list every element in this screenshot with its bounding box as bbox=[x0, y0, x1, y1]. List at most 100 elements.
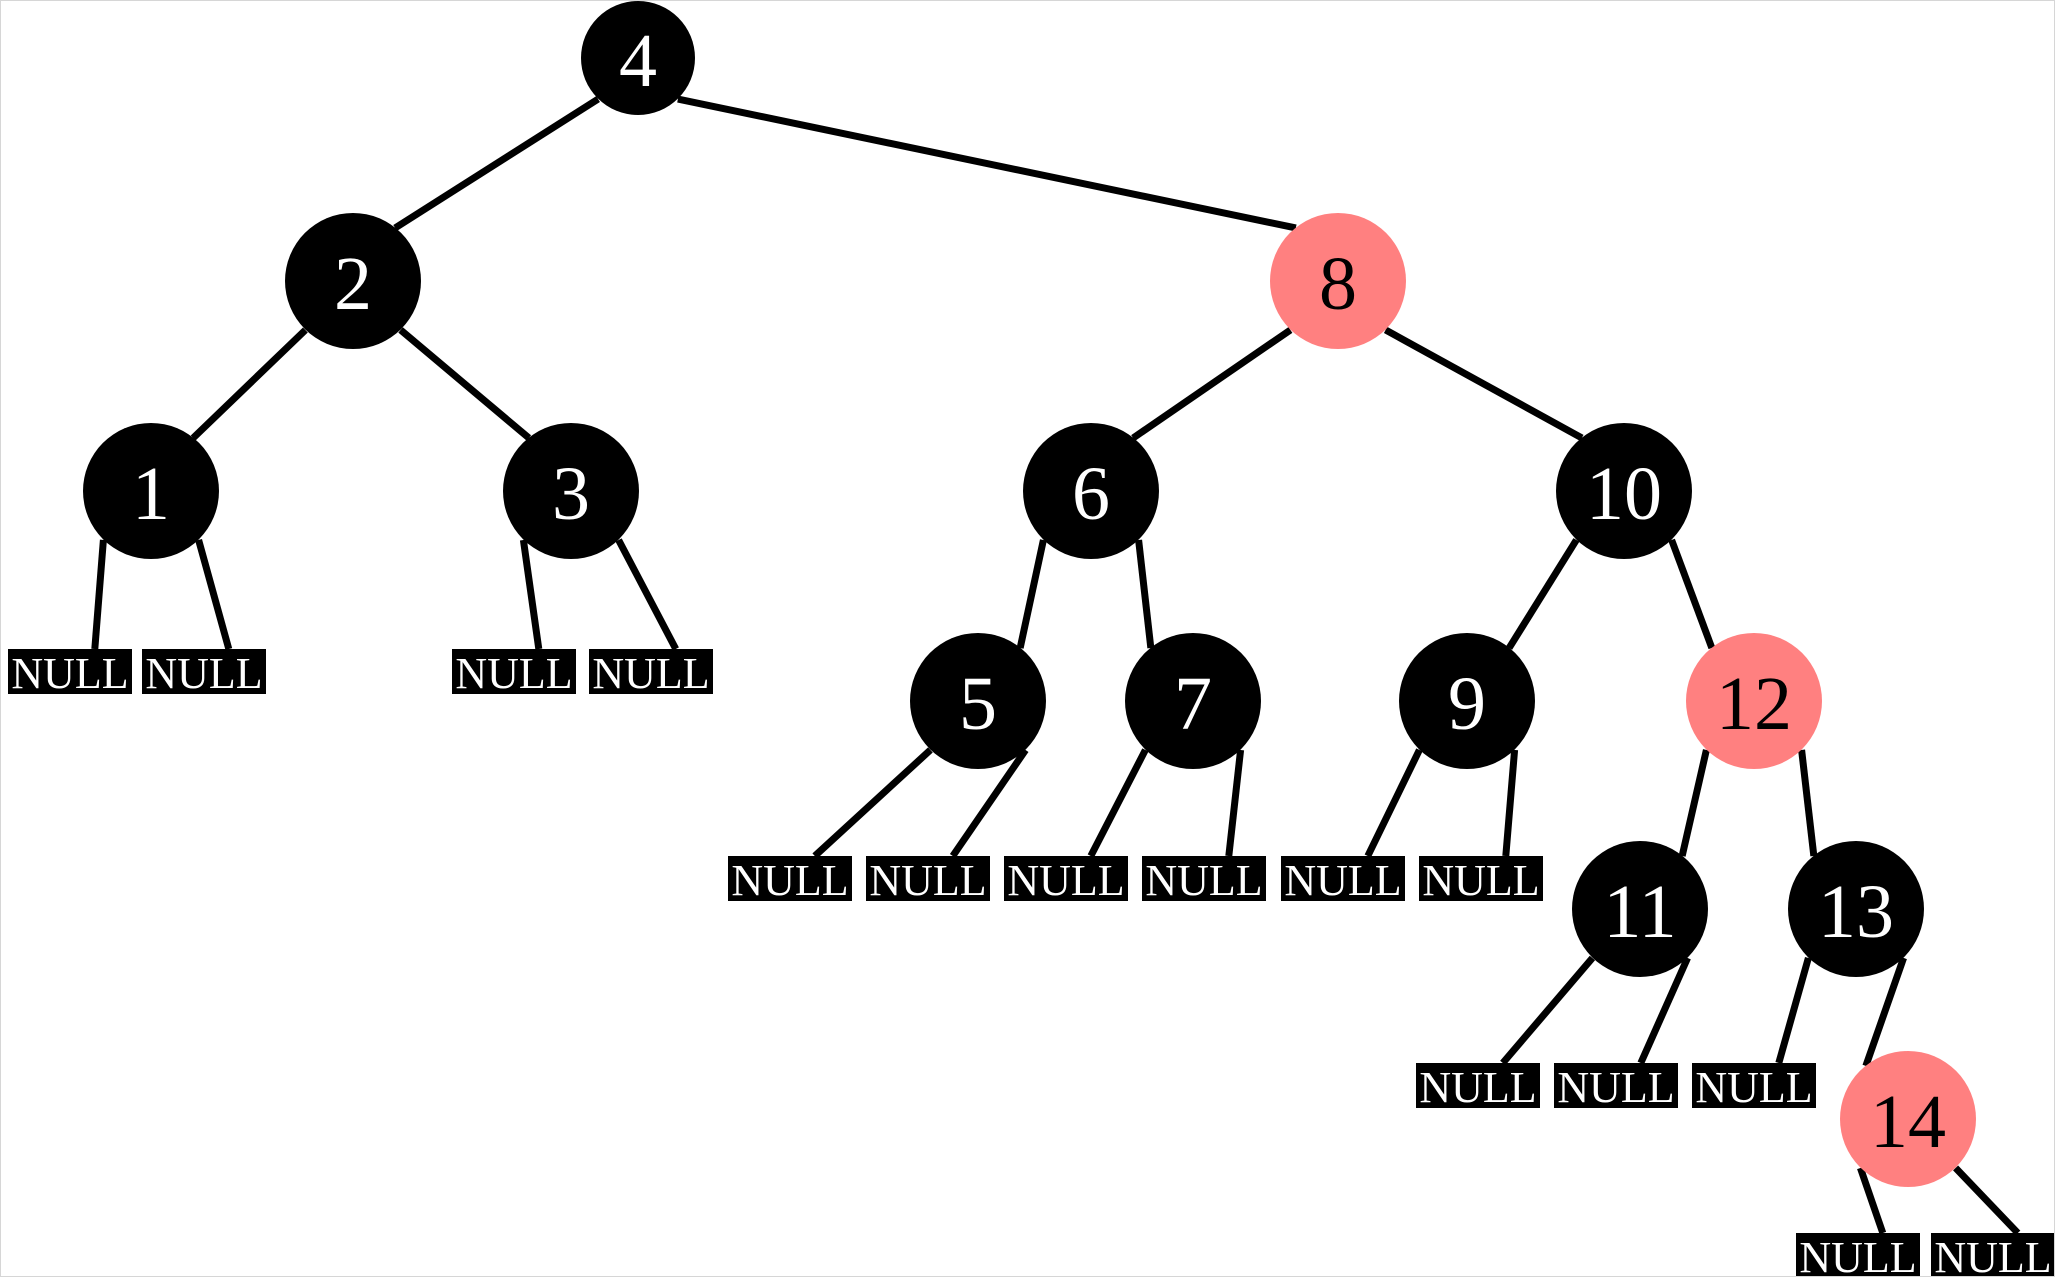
node-label: 13 bbox=[1818, 870, 1894, 954]
node-circle bbox=[1556, 423, 1692, 559]
null-leaf: NULL bbox=[1796, 1233, 1920, 1277]
tree-node-11: 11 bbox=[1572, 841, 1708, 977]
tree-node-14: 14 bbox=[1840, 1051, 1976, 1187]
null-box-label: NULL bbox=[455, 649, 572, 698]
tree-edge bbox=[1135, 539, 1155, 649]
node-circle bbox=[1270, 213, 1406, 349]
node-circle bbox=[581, 1, 695, 115]
tree-edge bbox=[1383, 326, 1584, 442]
tree-edge bbox=[1364, 748, 1423, 858]
null-box-label: NULL bbox=[731, 856, 848, 905]
tree-node-9: 9 bbox=[1399, 633, 1535, 769]
node-label: 7 bbox=[1174, 662, 1212, 746]
null-box-background bbox=[1416, 1063, 1540, 1108]
null-box-background bbox=[1004, 856, 1128, 901]
tree-edge bbox=[398, 327, 532, 441]
null-box-background bbox=[1281, 856, 1405, 901]
null-box-background bbox=[142, 649, 266, 694]
tree-edge bbox=[195, 539, 233, 650]
tree-edge bbox=[1862, 956, 1907, 1068]
null-leaf: NULL bbox=[1692, 1063, 1816, 1112]
tree-node-13: 13 bbox=[1788, 841, 1924, 977]
node-label: 10 bbox=[1586, 452, 1662, 536]
null-leaf: NULL bbox=[1416, 1063, 1540, 1112]
tree-node-8: 8 bbox=[1270, 213, 1406, 349]
null-leaf: NULL bbox=[589, 649, 713, 698]
null-box-label: NULL bbox=[145, 649, 262, 698]
tree-edge bbox=[190, 327, 308, 441]
null-box-background bbox=[1931, 1233, 2054, 1276]
null-box-label: NULL bbox=[1284, 856, 1401, 905]
null-box-background bbox=[452, 649, 576, 694]
tree-edge bbox=[1798, 749, 1818, 857]
null-leaf: NULL bbox=[1004, 856, 1128, 905]
null-leaf: NULL bbox=[1931, 1233, 2054, 1276]
null-box-background bbox=[1554, 1063, 1678, 1108]
tree-node-5: 5 bbox=[910, 633, 1046, 769]
tree-node-1: 1 bbox=[83, 423, 219, 559]
node-circle bbox=[285, 213, 421, 349]
tree-edge bbox=[1506, 538, 1580, 650]
null-leaf: NULL bbox=[1142, 856, 1266, 905]
node-circle bbox=[1840, 1051, 1976, 1187]
tree-node-7: 7 bbox=[1125, 633, 1261, 769]
null-box-label: NULL bbox=[1145, 856, 1262, 905]
tree-edge bbox=[1953, 1165, 2021, 1236]
node-circle bbox=[1686, 633, 1822, 769]
node-label: 3 bbox=[552, 452, 590, 536]
tree-edge bbox=[91, 539, 107, 650]
node-label: 4 bbox=[619, 19, 657, 103]
null-leaf: NULL bbox=[452, 649, 576, 698]
node-label: 12 bbox=[1716, 662, 1792, 746]
tree-node-3: 3 bbox=[503, 423, 639, 559]
node-label: 2 bbox=[334, 242, 372, 326]
null-box-background bbox=[1419, 856, 1543, 901]
null-box-background bbox=[1796, 1233, 1920, 1276]
tree-edge bbox=[1678, 749, 1710, 857]
tree-edge bbox=[812, 747, 933, 859]
null-box-background bbox=[8, 649, 132, 694]
tree-edge bbox=[1131, 327, 1293, 441]
node-label: 11 bbox=[1603, 870, 1676, 954]
node-label: 6 bbox=[1072, 452, 1110, 536]
tree-edge bbox=[677, 95, 1297, 232]
node-label: 1 bbox=[132, 452, 170, 536]
null-box-label: NULL bbox=[1557, 1063, 1674, 1112]
tree-edge bbox=[1225, 749, 1245, 857]
node-circle bbox=[910, 633, 1046, 769]
tree-edge bbox=[519, 539, 543, 650]
null-box-background bbox=[728, 856, 852, 901]
tree-node-10: 10 bbox=[1556, 423, 1692, 559]
null-leaf: NULL bbox=[8, 649, 132, 698]
null-boxes-layer: NULL NULL NULL NULL NULL NULL NULL NULL NULL NULL… bbox=[8, 649, 2054, 1277]
tree-edge bbox=[1775, 957, 1812, 1064]
null-leaf: NULL bbox=[866, 856, 990, 905]
null-box-label: NULL bbox=[1007, 856, 1124, 905]
tree-edge bbox=[1016, 539, 1047, 649]
node-circle bbox=[1399, 633, 1535, 769]
tree-edge bbox=[1857, 1166, 1887, 1235]
node-label: 9 bbox=[1448, 662, 1486, 746]
tree-edge bbox=[1637, 956, 1691, 1065]
node-circle bbox=[1023, 423, 1159, 559]
tree-edge bbox=[1668, 538, 1716, 650]
node-label: 8 bbox=[1319, 242, 1357, 326]
tree-edge bbox=[1087, 748, 1149, 858]
tree-edge bbox=[393, 96, 600, 231]
node-circle bbox=[503, 423, 639, 559]
null-box-background bbox=[866, 856, 990, 901]
null-leaf: NULL bbox=[728, 856, 852, 905]
node-circle bbox=[83, 423, 219, 559]
null-box-label: NULL bbox=[1422, 856, 1539, 905]
null-box-background bbox=[589, 649, 713, 694]
null-box-label: NULL bbox=[11, 649, 128, 698]
null-leaf: NULL bbox=[142, 649, 266, 698]
tree-edge bbox=[615, 538, 679, 651]
node-circle bbox=[1125, 633, 1261, 769]
edges-layer bbox=[91, 95, 2021, 1236]
null-box-label: NULL bbox=[1799, 1233, 1916, 1277]
null-leaf: NULL bbox=[1419, 856, 1543, 905]
